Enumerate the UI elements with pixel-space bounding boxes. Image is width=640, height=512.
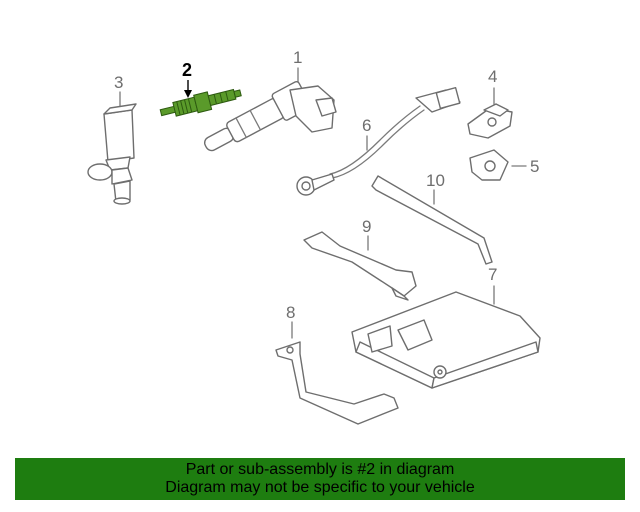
callout-9: 9 [362,217,371,236]
callout-6: 6 [362,116,371,135]
part-7-ecu[interactable]: 7 [351,265,541,389]
callout-1: 1 [293,48,302,67]
callout-3: 3 [114,73,123,92]
caption-line-2: Diagram may not be specific to your vehi… [165,479,475,496]
part-4-camshaft-sensor[interactable]: 4 [467,67,513,139]
part-5-gasket[interactable]: 5 [469,149,539,181]
caption-line-1: Part or sub-assembly is #2 in diagram [185,461,455,478]
part-2-spark-plug[interactable]: 2 [159,60,243,121]
callout-7: 7 [488,265,497,284]
leader-2-arrow [184,90,192,98]
callout-2: 2 [182,60,192,80]
callout-8: 8 [286,303,295,322]
part-10-bracket[interactable]: 10 [371,171,493,265]
part-6-knock-sensor[interactable]: 6 [296,86,461,196]
part-9-bracket[interactable]: 9 [303,217,417,301]
part-3-position-sensor[interactable]: 3 [87,73,137,205]
callout-4: 4 [488,67,497,86]
part-1-ignition-coil[interactable]: 1 [199,48,337,160]
caption-bar: Part or sub-assembly is #2 in diagram Di… [15,458,625,500]
callout-10: 10 [426,171,445,190]
part-8-bracket[interactable]: 8 [275,303,399,425]
callout-5: 5 [530,157,539,176]
